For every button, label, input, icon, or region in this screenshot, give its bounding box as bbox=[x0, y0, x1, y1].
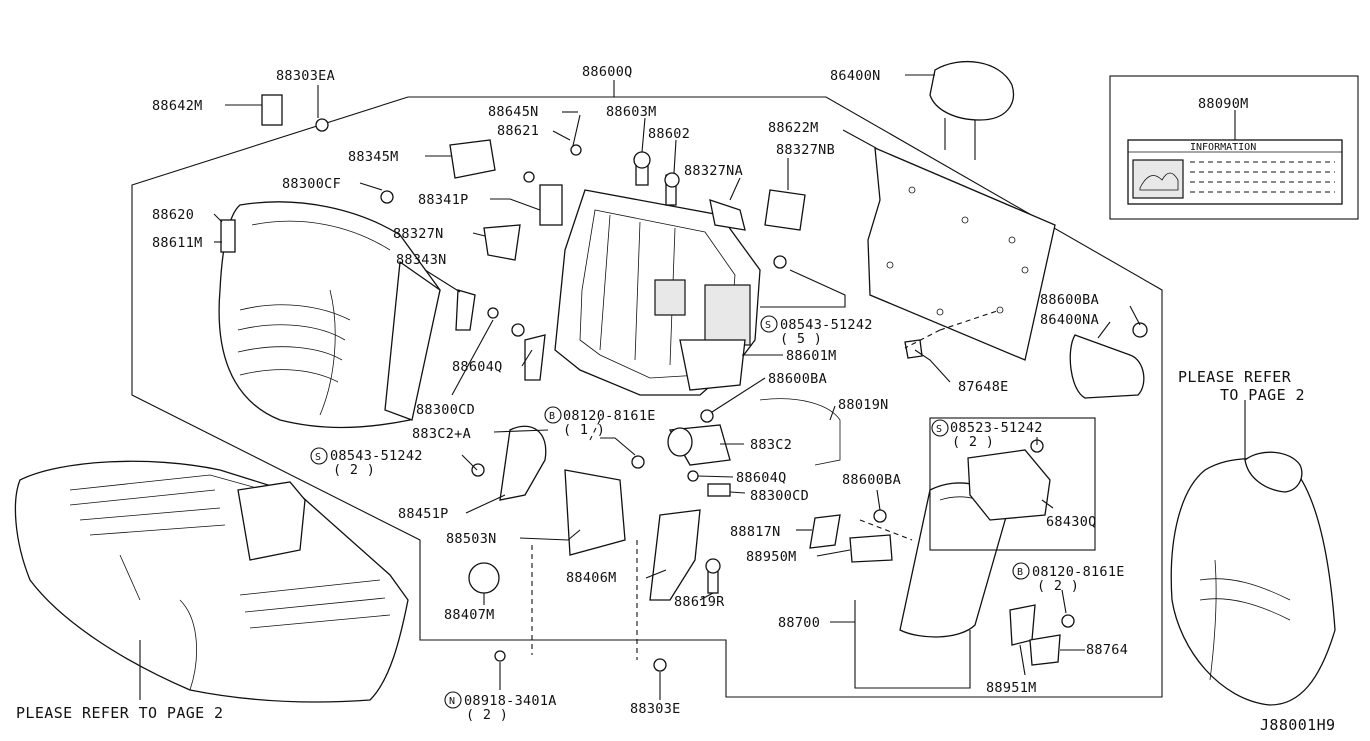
refer-note-bottom: PLEASE REFER TO PAGE 2 bbox=[16, 704, 223, 722]
small-parts bbox=[220, 94, 1148, 672]
seat-cushion-part bbox=[14, 460, 409, 703]
label-88600BA-lower: 88600BA bbox=[842, 472, 901, 488]
label-information: INFORMATION bbox=[1190, 142, 1256, 153]
label-87648E: 87648E bbox=[958, 379, 1009, 395]
label-88621: 88621 bbox=[497, 123, 539, 139]
marker-b-1: B bbox=[549, 411, 555, 422]
refer-note-right-line1: PLEASE REFER bbox=[1178, 368, 1292, 386]
part-labels: 88303EA 88642M 88600Q 86400N 88090M INFO… bbox=[16, 64, 1335, 734]
label-88619R: 88619R bbox=[674, 594, 725, 610]
label-88602: 88602 bbox=[648, 126, 690, 142]
label-88327N: 88327N bbox=[393, 226, 444, 242]
lid-inset-frame bbox=[929, 417, 1096, 551]
label-08543-51242-top: 08543-51242 bbox=[780, 317, 873, 333]
diagram-code: J88001H9 bbox=[1260, 716, 1335, 734]
label-88019N: 88019N bbox=[838, 397, 889, 413]
label-88407M: 88407M bbox=[444, 607, 495, 623]
label-88642M: 88642M bbox=[152, 98, 203, 114]
label-qty-2-a: ( 2 ) bbox=[952, 434, 994, 450]
label-qty-1: ( 1 ) bbox=[563, 422, 605, 438]
circle-markers: S B S S B N bbox=[310, 315, 1030, 709]
label-86400NA: 86400NA bbox=[1040, 312, 1099, 328]
label-88600Q: 88600Q bbox=[582, 64, 633, 80]
label-88620: 88620 bbox=[152, 207, 194, 223]
label-88327NA: 88327NA bbox=[684, 163, 743, 179]
label-88451P: 88451P bbox=[398, 506, 449, 522]
headrest-part bbox=[929, 60, 1014, 160]
label-08120-8161E-top: 08120-8161E bbox=[563, 408, 656, 424]
refer-note-right-line2: TO PAGE 2 bbox=[1220, 386, 1305, 404]
label-88645N: 88645N bbox=[488, 104, 539, 120]
label-88406M: 88406M bbox=[566, 570, 617, 586]
label-88503N: 88503N bbox=[446, 531, 497, 547]
rear-board-part bbox=[867, 146, 1056, 361]
seatback-cushion-part bbox=[218, 201, 441, 429]
label-88950M: 88950M bbox=[746, 549, 797, 565]
label-08543-51242-left: 08543-51242 bbox=[330, 448, 423, 464]
label-88327NB: 88327NB bbox=[776, 142, 835, 158]
information-label-part bbox=[1127, 110, 1343, 205]
label-88090M: 88090M bbox=[1198, 96, 1249, 112]
label-88622M: 88622M bbox=[768, 120, 819, 136]
armrest-part bbox=[899, 482, 1009, 638]
armrest-bracket-outline bbox=[854, 600, 971, 689]
label-88700: 88700 bbox=[778, 615, 820, 631]
marker-s-1: S bbox=[765, 320, 771, 331]
marker-s-2: S bbox=[936, 424, 942, 435]
label-88951M: 88951M bbox=[986, 680, 1037, 696]
label-88300CD-lower: 88300CD bbox=[750, 488, 809, 504]
label-qty-2-d: ( 2 ) bbox=[466, 707, 508, 723]
label-88817N: 88817N bbox=[730, 524, 781, 540]
label-88604Q-lower: 88604Q bbox=[736, 470, 787, 486]
armrest-pad-part bbox=[1069, 334, 1145, 399]
label-88303EA: 88303EA bbox=[276, 68, 335, 84]
label-88764: 88764 bbox=[1086, 642, 1128, 658]
label-qty-2-c: ( 2 ) bbox=[1037, 578, 1079, 594]
label-88604Q-upper: 88604Q bbox=[452, 359, 503, 375]
label-88343N: 88343N bbox=[396, 252, 447, 268]
label-68430Q: 68430Q bbox=[1046, 514, 1097, 530]
label-86400N: 86400N bbox=[830, 68, 881, 84]
label-qty-2-b: ( 2 ) bbox=[333, 462, 375, 478]
label-08120-8161E-right: 08120-8161E bbox=[1032, 564, 1125, 580]
label-qty-5: ( 5 ) bbox=[780, 331, 822, 347]
label-883C2-A: 883C2+A bbox=[412, 426, 471, 442]
label-88345M: 88345M bbox=[348, 149, 399, 165]
label-08918-3401A: 08918-3401A bbox=[464, 693, 557, 709]
label-883C2: 883C2 bbox=[750, 437, 792, 453]
label-88600BA-top: 88600BA bbox=[1040, 292, 1099, 308]
marker-b-2: B bbox=[1017, 567, 1023, 578]
label-88300CD-upper: 88300CD bbox=[416, 402, 475, 418]
marker-s-3: S bbox=[315, 452, 321, 463]
label-88601M: 88601M bbox=[786, 348, 837, 364]
label-88300CF: 88300CF bbox=[282, 176, 341, 192]
armrest-lid-part bbox=[967, 449, 1051, 521]
label-88303E: 88303E bbox=[630, 701, 681, 717]
seatback-frame-part bbox=[554, 189, 761, 396]
label-88611M: 88611M bbox=[152, 235, 203, 251]
leader-lines bbox=[139, 74, 1141, 700]
marker-n-1: N bbox=[449, 696, 455, 707]
label-88600BA-mid: 88600BA bbox=[768, 371, 827, 387]
label-88603M: 88603M bbox=[606, 104, 657, 120]
label-08523-51242: 08523-51242 bbox=[950, 420, 1043, 436]
side-seat-reference-part bbox=[1170, 400, 1336, 706]
label-88341P: 88341P bbox=[418, 192, 469, 208]
inset-frame bbox=[1109, 75, 1359, 220]
